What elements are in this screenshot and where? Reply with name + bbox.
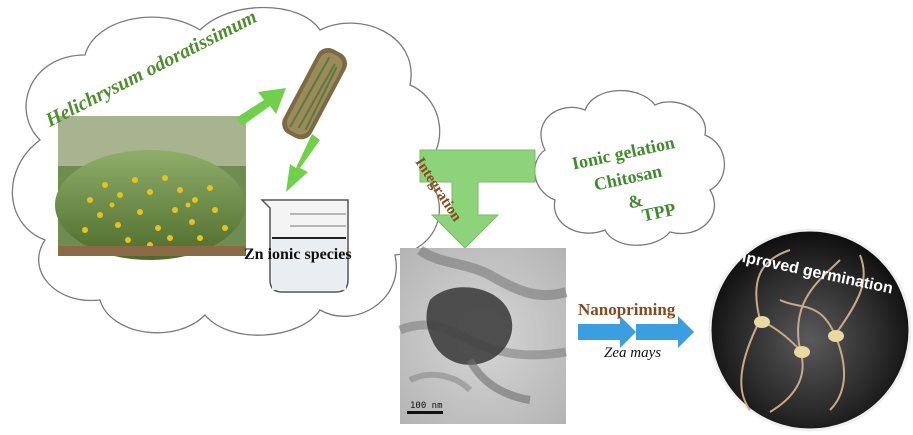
helichrysum-photo — [55, 116, 246, 260]
beaker — [260, 199, 349, 293]
arrow-to-beaker — [286, 134, 320, 192]
yellow-flowers — [82, 175, 228, 248]
zea-mays-label: Zea mays — [604, 345, 662, 361]
seed — [794, 346, 810, 358]
tem-scale-bar-label: 100 nm — [410, 401, 443, 411]
seed — [828, 330, 844, 342]
germination-dish — [708, 228, 912, 432]
nanopriming-arrow-1 — [578, 316, 636, 348]
zn-ionic-species-label: Zn ionic species — [244, 246, 352, 263]
seedling-roots — [740, 249, 865, 413]
seed — [754, 316, 770, 328]
integration-arrow — [419, 149, 536, 249]
right-cloud — [534, 89, 726, 246]
nanopriming-arrow-2 — [636, 316, 694, 348]
dried-plant-bundle — [282, 47, 348, 140]
nanopriming-label: Nanopriming — [578, 300, 676, 319]
arrow-to-bundle — [236, 88, 286, 126]
tem-image — [398, 245, 568, 424]
